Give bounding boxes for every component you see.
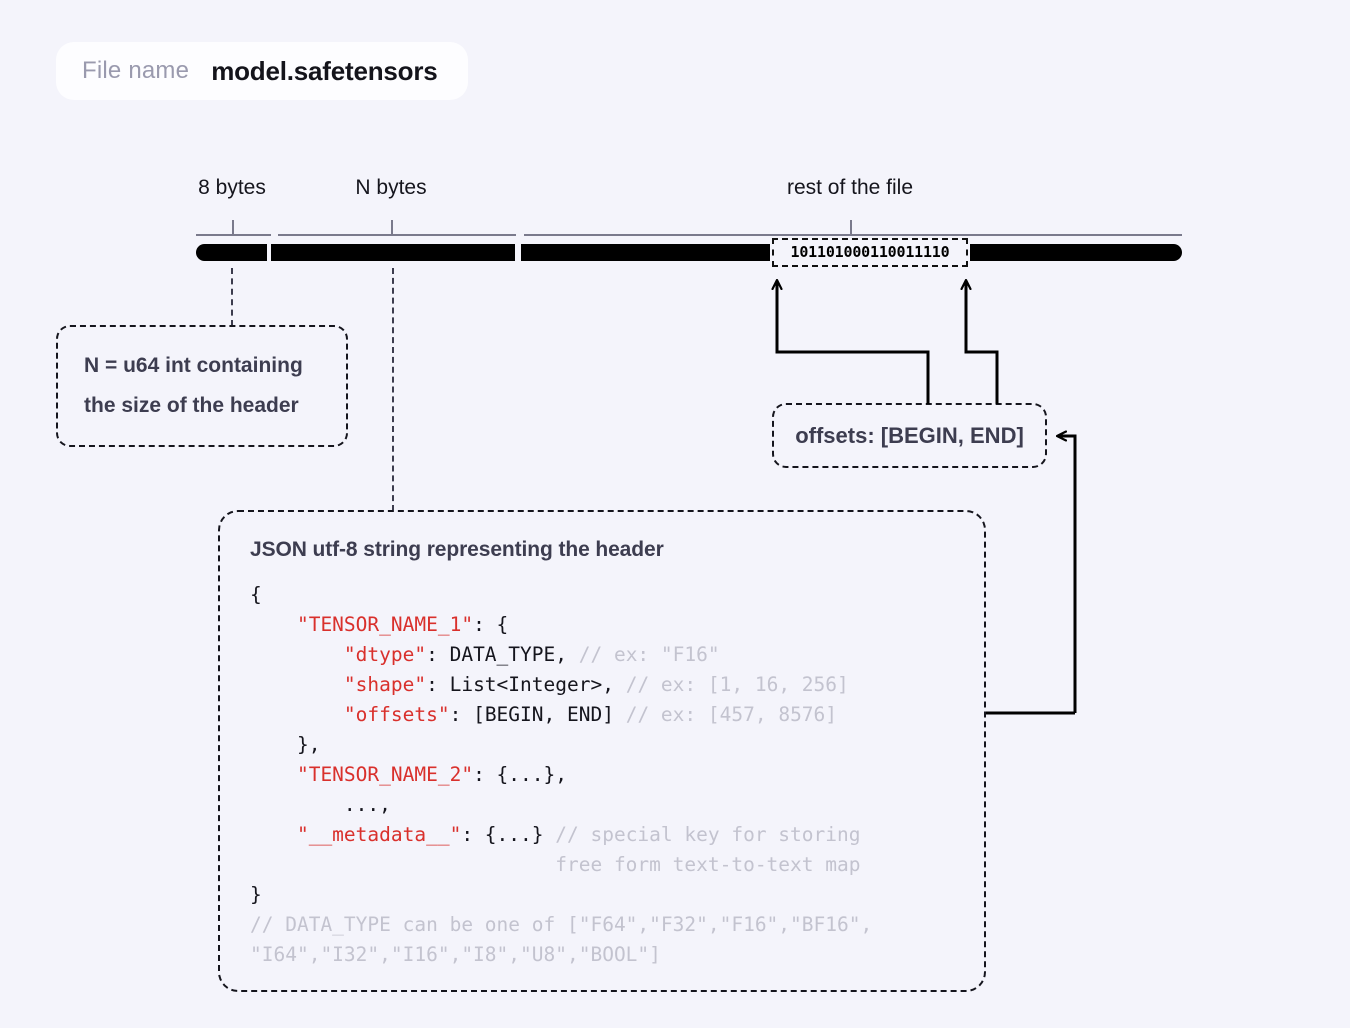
arrow-end-offset [966, 281, 999, 404]
bar-segment-header [271, 244, 515, 261]
code-line: { [250, 583, 262, 606]
bar-segment-data-a [521, 244, 770, 261]
binary-tensor-slice-chip: 101101000110011110 [772, 238, 968, 267]
code-line: }, [250, 733, 321, 756]
callout-offsets-text: offsets: [BEGIN, END] [795, 422, 1024, 448]
code-line: free form text-to-text map [250, 853, 861, 876]
file-name-value: model.safetensors [211, 55, 438, 86]
json-code-block: { "TENSOR_NAME_1": { "dtype": DATA_TYPE,… [250, 580, 956, 970]
file-name-pill: File name model.safetensors [56, 42, 468, 100]
callout-n-text: N = u64 int containing the size of the h… [84, 346, 303, 426]
code-line: "I64","I32","I16","I8","U8","BOOL"] [250, 943, 661, 966]
ruler-tick-3 [850, 220, 852, 235]
json-panel-title: JSON utf-8 string representing the heade… [250, 538, 664, 561]
code-line: "shape": List<Integer>, // ex: [1, 16, 2… [250, 673, 849, 696]
binary-string-value: 101101000110011110 [790, 243, 950, 261]
ruler-label-rest-of-file: rest of the file [786, 176, 914, 199]
code-line: "TENSOR_NAME_2": {...}, [250, 763, 567, 786]
ruler-line-segment-3 [524, 234, 1182, 236]
file-name-label: File name [82, 57, 190, 84]
code-line: // DATA_TYPE can be one of ["F64","F32",… [250, 913, 873, 936]
callout-n-definition: N = u64 int containing the size of the h… [56, 325, 348, 447]
callout-n-line1: N = u64 int containing [84, 354, 303, 378]
callout-n-line2: the size of the header [84, 394, 299, 417]
code-line: ..., [250, 793, 391, 816]
ruler-line-segment-1 [196, 234, 271, 236]
code-line: } [250, 883, 262, 906]
arrow-begin-offset [777, 281, 930, 404]
bar-segment-data-b [970, 244, 1182, 261]
leader-n-bytes-to-json [392, 268, 394, 511]
ruler-tick-1 [232, 220, 234, 235]
ruler-tick-2 [391, 220, 393, 235]
code-line: "dtype": DATA_TYPE, // ex: "F16" [250, 643, 720, 666]
ruler-label-n-bytes: N bytes [355, 176, 427, 199]
bar-segment-8-bytes [196, 244, 267, 261]
ruler-line-segment-2 [278, 234, 516, 236]
ruler-label-8-bytes: 8 bytes [198, 176, 266, 199]
callout-offsets: offsets: [BEGIN, END] [772, 403, 1047, 468]
code-line: "__metadata__": {...} // special key for… [250, 823, 861, 846]
code-line: "offsets": [BEGIN, END] // ex: [457, 857… [250, 703, 838, 726]
json-header-panel: JSON utf-8 string representing the heade… [218, 510, 986, 992]
leader-8-bytes-to-note [231, 268, 233, 326]
arrow-offsets-box-to-json [1058, 436, 1077, 713]
code-line: "TENSOR_NAME_1": { [250, 613, 509, 636]
